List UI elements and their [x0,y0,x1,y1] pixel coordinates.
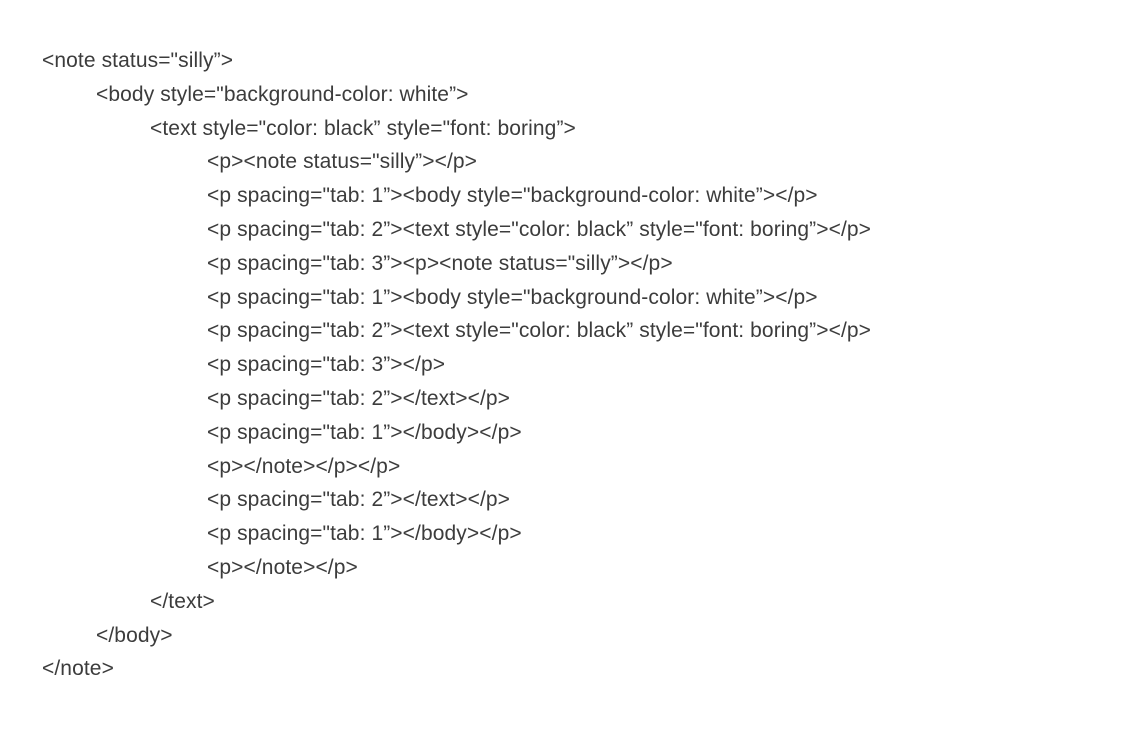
code-line: <p></note></p> [207,555,358,579]
code-line: <p spacing="tab: 3”><p><note status="sil… [207,251,673,275]
code-line: <note status="silly”> [42,49,234,72]
code-line: <p spacing="tab: 3”></p> [207,353,446,377]
code-line: <text style="color: black” style="font: … [150,116,576,140]
code-line: <body style="background-color: white”> [96,82,469,106]
code-line: <p spacing="tab: 2”></text></p> [207,488,511,512]
code-line: <p></note></p></p> [207,454,401,478]
code-line: <p spacing="tab: 2”><text style="color: … [207,319,872,343]
code-line: </text> [150,589,215,613]
code-line: <p spacing="tab: 2”><text style="color: … [207,217,872,241]
code-line: <p spacing="tab: 1”><body style="backgro… [207,184,818,208]
code-line: </note> [42,657,114,681]
code-listing: <note status="silly”> <body style="backgr… [0,44,1140,686]
code-line: <p><note status="silly”></p> [207,150,478,174]
code-line: <p spacing="tab: 2”></text></p> [207,386,511,410]
code-line: <p spacing="tab: 1”></body></p> [207,420,522,444]
code-line: </body> [96,623,173,647]
code-line: <p spacing="tab: 1”><body style="backgro… [207,285,818,309]
code-line: <p spacing="tab: 1”></body></p> [207,522,522,546]
